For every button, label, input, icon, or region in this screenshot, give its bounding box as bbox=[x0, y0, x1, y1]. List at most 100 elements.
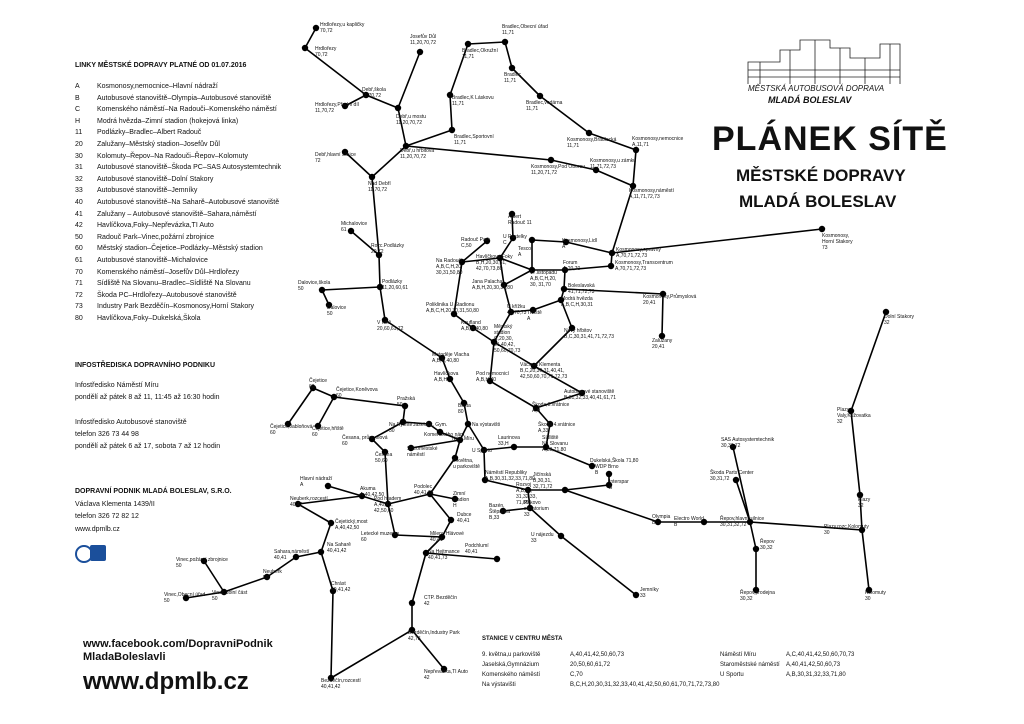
bus-stop-hlavni-nadrazi[interactable] bbox=[324, 482, 332, 490]
bus-stop-ctp-bezdecin[interactable] bbox=[408, 599, 416, 607]
bus-stop-cejetice-jablonova[interactable] bbox=[284, 420, 292, 428]
bus-stop-rozc-podlazky[interactable] bbox=[375, 251, 383, 259]
bus-stop-u-krizku[interactable] bbox=[507, 308, 515, 316]
bus-stop-namesti-republiky[interactable] bbox=[481, 476, 489, 484]
bus-stop-skoda-4[interactable] bbox=[546, 420, 554, 428]
bus-stop-zimni-stadion[interactable] bbox=[451, 495, 459, 503]
bus-stop-mestsky-stadion[interactable] bbox=[490, 338, 498, 346]
bus-stop-interspar[interactable] bbox=[605, 481, 613, 489]
bus-stop-bradlec-obecni[interactable] bbox=[501, 38, 509, 46]
bus-stop-jicinska[interactable] bbox=[561, 486, 569, 494]
bus-stop-kosmonosy-prumyslova[interactable] bbox=[659, 290, 667, 298]
bus-stop-cejetice[interactable] bbox=[309, 384, 317, 392]
bus-stop-rozvoj[interactable] bbox=[524, 486, 532, 494]
bus-stop-bradlec-okruzni[interactable] bbox=[464, 40, 472, 48]
website-link[interactable]: www.dpmlb.cz bbox=[83, 668, 249, 695]
bus-stop-tesco[interactable] bbox=[528, 236, 536, 244]
bus-stop-michalovice[interactable] bbox=[347, 227, 355, 235]
bus-stop-neprevazka[interactable] bbox=[440, 665, 448, 673]
bus-stop-pod-hradem[interactable] bbox=[384, 500, 392, 508]
bus-stop-dolni-stakory[interactable] bbox=[882, 308, 890, 316]
bus-stop-cejetice-hriste[interactable] bbox=[314, 422, 322, 430]
bus-stop-nam-miru[interactable] bbox=[456, 436, 464, 444]
bus-stop-kosmonosy-nemocnice[interactable] bbox=[632, 146, 640, 154]
bus-stop-plazy[interactable] bbox=[856, 491, 864, 499]
bus-stop-podolec[interactable] bbox=[426, 490, 434, 498]
bus-stop-cesana-prumyslova[interactable] bbox=[368, 435, 376, 443]
bus-stop-vinec-dolni[interactable] bbox=[220, 588, 228, 596]
bus-stop-plazy-rozc-kolomuty[interactable] bbox=[858, 526, 866, 534]
bus-stop-mileny-hlavove[interactable] bbox=[438, 533, 446, 541]
bus-stop-wdp-brno[interactable] bbox=[605, 470, 613, 478]
bus-stop-josefuv-dul[interactable] bbox=[416, 48, 424, 56]
bus-stop-letecke-muzeum[interactable] bbox=[391, 531, 399, 539]
bus-stop-vinec-obecni[interactable] bbox=[182, 594, 190, 602]
bus-stop-debr-hlavni[interactable] bbox=[341, 148, 349, 156]
bus-stop-staromestske[interactable] bbox=[407, 444, 415, 452]
bus-stop-albert-radouc[interactable] bbox=[508, 210, 516, 218]
bus-stop-na-sahare[interactable] bbox=[317, 548, 325, 556]
bus-stop-dukelska-skola[interactable] bbox=[588, 462, 596, 470]
bus-stop-havlickova-foky[interactable] bbox=[496, 254, 504, 262]
bus-stop-kosmonosy-opravny[interactable] bbox=[608, 249, 616, 257]
bus-stop-kaufland[interactable] bbox=[469, 324, 477, 332]
bus-stop-sas[interactable] bbox=[729, 443, 737, 451]
bus-stop-u-najezdu[interactable] bbox=[557, 532, 565, 540]
bus-stop-repov-hlavni[interactable] bbox=[746, 518, 754, 526]
bus-stop-forum[interactable] bbox=[561, 266, 569, 274]
bus-stop-cesana[interactable] bbox=[381, 448, 389, 456]
bus-stop-podchlumi[interactable] bbox=[493, 555, 501, 563]
bus-stop-cejetice-konevova[interactable] bbox=[330, 393, 338, 401]
bus-stop-poliklinika[interactable] bbox=[450, 310, 458, 318]
bus-stop-novy-hrbitov[interactable] bbox=[568, 324, 576, 332]
bus-stop-bezdecin-rozcesti[interactable] bbox=[327, 674, 335, 682]
bus-stop-neuberk-rozcesti[interactable] bbox=[294, 500, 302, 508]
bus-stop-bradlec-k-laskovu[interactable] bbox=[446, 91, 454, 99]
bus-stop-bazen-stepanka[interactable] bbox=[499, 507, 507, 515]
bus-stop-repov-prodejna[interactable] bbox=[752, 586, 760, 594]
company-web[interactable]: www.dpmlb.cz bbox=[75, 525, 120, 533]
bus-stop-modra-hvezda[interactable] bbox=[557, 296, 565, 304]
bus-stop-neuberk[interactable] bbox=[263, 573, 271, 581]
bus-stop-radouc-park[interactable] bbox=[483, 237, 491, 245]
bus-stop-hrdlorezy-kaplicky[interactable] bbox=[312, 24, 320, 32]
bus-stop-kosmonosy-bradlecka[interactable] bbox=[585, 129, 593, 137]
bus-stop-hrdlorezy-predni[interactable] bbox=[341, 102, 349, 110]
bus-stop-jemniky[interactable] bbox=[632, 591, 640, 599]
bus-stop-bradlec-sportovni[interactable] bbox=[448, 126, 456, 134]
bus-stop-kosmonosy-namesti[interactable] bbox=[629, 182, 637, 190]
bus-stop-bradlec-vodarna[interactable] bbox=[536, 92, 544, 100]
bus-stop-zaluzany[interactable] bbox=[658, 332, 666, 340]
bus-stop-9-kvetna[interactable] bbox=[451, 454, 459, 462]
bus-stop-olympia[interactable] bbox=[654, 518, 662, 526]
bus-stop-na-vystavisti[interactable] bbox=[464, 420, 472, 428]
bus-stop-pod-nemocnici[interactable] bbox=[486, 377, 494, 385]
bus-stop-laurinova[interactable] bbox=[510, 443, 518, 451]
bus-stop-na-rychte[interactable] bbox=[399, 418, 407, 426]
bus-stop-komenskeho-nam[interactable] bbox=[436, 428, 444, 436]
bus-stop-basta[interactable] bbox=[460, 399, 468, 407]
bus-stop-kosmonosy-horni-stakory[interactable] bbox=[818, 225, 826, 233]
bus-stop-bradlec[interactable] bbox=[508, 64, 516, 72]
bus-stop-metodeje-vlacha[interactable] bbox=[438, 354, 446, 362]
facebook-link[interactable]: www.facebook.com/DopravniPodnik MladaBol… bbox=[83, 638, 273, 664]
bus-stop-skoda-parts[interactable] bbox=[732, 476, 740, 484]
bus-stop-podlazky[interactable] bbox=[376, 283, 384, 291]
bus-stop-dalovice[interactable] bbox=[325, 301, 333, 309]
bus-stop-nad-debri[interactable] bbox=[368, 173, 376, 181]
bus-stop-electro-world[interactable] bbox=[700, 518, 708, 526]
bus-stop-dubce[interactable] bbox=[447, 516, 455, 524]
bus-stop-kosmonosy-transcentrum[interactable] bbox=[607, 262, 615, 270]
bus-stop-jaselska-gym[interactable] bbox=[425, 420, 433, 428]
bus-stop-autobusove-stanoviste[interactable] bbox=[578, 389, 586, 397]
bus-stop-repov[interactable] bbox=[752, 545, 760, 553]
bus-stop-havlickova[interactable] bbox=[446, 375, 454, 383]
bus-stop-kolomuty[interactable] bbox=[865, 586, 873, 594]
bus-stop-debr-mostu[interactable] bbox=[394, 104, 402, 112]
bus-stop-u-sportu[interactable] bbox=[480, 446, 488, 454]
bus-stop-v-rokli[interactable] bbox=[381, 316, 389, 324]
bus-stop-akuma[interactable] bbox=[358, 492, 366, 500]
bus-stop-debr-hrbitova[interactable] bbox=[402, 142, 410, 150]
bus-stop-debr-skola[interactable] bbox=[362, 91, 370, 99]
bus-stop-boleslavska[interactable] bbox=[560, 285, 568, 293]
